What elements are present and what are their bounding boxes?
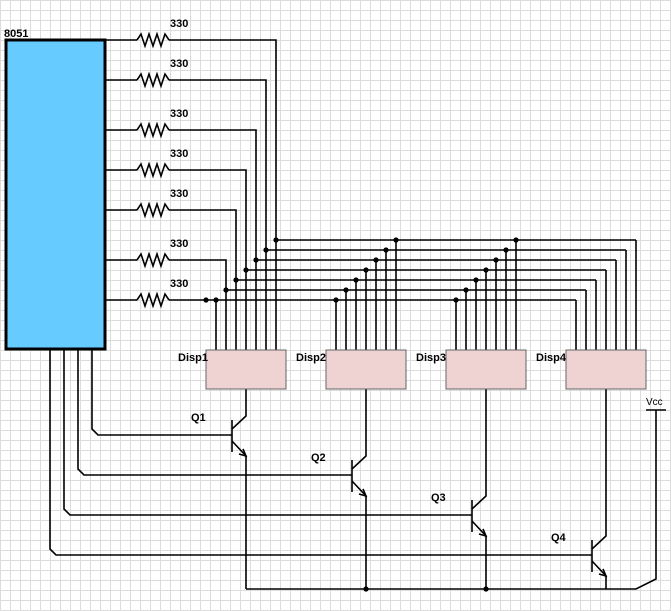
resistor-value-2: 330: [170, 58, 188, 70]
transistor-label-4: Q4: [551, 532, 567, 544]
junction-dot: [243, 267, 249, 273]
display-4: [565, 349, 647, 390]
emitter-arrow-1: [238, 448, 248, 458]
junction-dot: [473, 277, 479, 283]
junction-dot: [203, 297, 209, 303]
segment-line: [169, 299, 217, 350]
segment-line: [169, 79, 267, 350]
segment-line: [169, 39, 277, 350]
mcu-8051-block: [4, 38, 107, 351]
junction-dot: [213, 297, 219, 303]
junction-dot: [233, 277, 239, 283]
display-label-4: Disp4: [536, 352, 567, 364]
resistor-6: [136, 251, 170, 269]
junction-dot: [363, 586, 369, 592]
segment-line: [169, 209, 237, 350]
junction-dot: [253, 257, 259, 263]
transistor-label-1: Q1: [191, 412, 206, 424]
transistor-emitter-2: [351, 480, 367, 589]
transistor-collector-3: [471, 389, 487, 510]
base-wire-1: [91, 349, 232, 436]
transistor-label-2: Q2: [311, 452, 326, 464]
display-1: [205, 349, 287, 390]
base-wire-3: [63, 349, 472, 516]
junction-dot: [343, 287, 349, 293]
junction-dot: [503, 247, 509, 253]
resistor-value-1: 330: [170, 18, 188, 30]
resistor-7: [136, 291, 170, 309]
junction-dot: [373, 257, 379, 263]
junction-dot: [453, 297, 459, 303]
transistor-collector-4: [591, 389, 607, 550]
junction-dot: [513, 237, 519, 243]
transistor-collector-2: [351, 389, 367, 470]
resistor-3: [136, 121, 170, 139]
resistor-value-3: 330: [170, 108, 188, 120]
transistor-collector-1: [231, 389, 247, 430]
emitter-arrow-4: [598, 568, 608, 578]
transistor-label-3: Q3: [431, 492, 446, 504]
junction-dot: [223, 287, 229, 293]
segment-line: [169, 259, 227, 350]
segment-line: [169, 129, 257, 350]
vcc-label: Vcc: [646, 397, 663, 408]
resistor-4: [136, 161, 170, 179]
junction-dot: [363, 267, 369, 273]
display-2: [325, 349, 407, 390]
junction-dot: [333, 297, 339, 303]
base-wire-2: [77, 349, 352, 476]
display-label-2: Disp2: [296, 352, 326, 364]
emitter-arrow-2: [358, 488, 368, 498]
resistor-value-5: 330: [170, 188, 188, 200]
junction-dot: [483, 267, 489, 273]
display-3: [445, 349, 527, 390]
components: 8051 330 330 330 330 330 330 330 Disp1 D…: [4, 18, 663, 544]
display-label-3: Disp3: [416, 352, 446, 364]
junction-dot: [383, 247, 389, 253]
junction-dot: [463, 287, 469, 293]
resistor-value-7: 330: [170, 278, 188, 290]
junction-dot: [483, 586, 489, 592]
base-wire-4: [49, 349, 592, 556]
junction-dot: [493, 257, 499, 263]
junction-dot: [353, 277, 359, 283]
resistor-2: [136, 71, 170, 89]
resistor-value-6: 330: [170, 238, 188, 250]
junction-dot: [393, 237, 399, 243]
common-return: [246, 410, 657, 590]
resistor-value-4: 330: [170, 148, 188, 160]
junction-dot: [263, 247, 269, 253]
wiring: [49, 31, 666, 590]
emitter-arrow-3: [478, 528, 488, 538]
junction-dots: [203, 237, 519, 592]
junction-dot: [273, 237, 279, 243]
display-label-1: Disp1: [178, 352, 208, 364]
resistor-1: [136, 31, 170, 49]
resistor-5: [136, 201, 170, 219]
mcu-label: 8051: [4, 28, 28, 40]
